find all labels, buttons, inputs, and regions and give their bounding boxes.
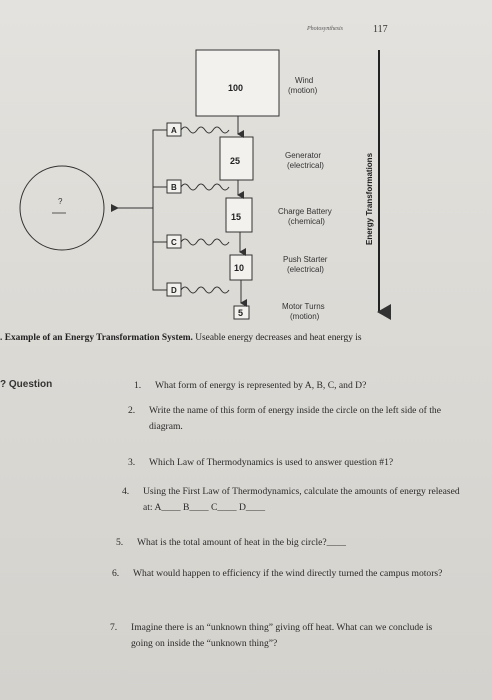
box-generator [219,136,254,181]
question-2-text: Write the name of this form of energy in… [149,405,441,432]
question-3-text: Which Law of Thermodynamics is used to a… [149,457,394,468]
energy-axis-label: Energy Transformations [365,152,374,245]
box-motor-value: 5 [238,308,243,318]
question-7-number: 7. [110,622,118,633]
question-2-number: 2. [128,405,136,416]
caption-lead: . Example of an Energy Transformation Sy… [0,333,193,343]
heat-wave-c [180,238,230,246]
circle-label: ? [58,197,63,206]
energy-transformation-diagram: 100 25 15 10 5 A B C D ? [19,49,391,321]
label-wind-2: (motion) [288,86,318,95]
running-title: Photosynthesis [307,26,343,32]
label-starter-1: Push Starter [283,255,328,264]
question-icon: ? [0,379,7,390]
label-starter-2: (electrical) [287,265,324,274]
question-5-text: What is the total amount of heat in the … [137,537,346,548]
question-heading: ? Question [0,379,52,390]
label-motor-2: (motion) [290,312,320,321]
letter-d: D [171,286,177,295]
question-1-text: What form of energy is represented by A,… [155,380,367,391]
letter-c: C [171,238,177,247]
page-number: 117 [373,24,388,35]
question-4-number: 4. [122,486,130,497]
heat-wave-a [180,126,230,134]
box-wind-value: 100 [228,83,243,93]
label-wind-1: Wind [295,76,313,85]
label-generator-1: Generator [285,151,321,160]
box-battery [225,197,253,233]
collector-bracket [152,129,167,291]
question-6-text: What would happen to efficiency if the w… [133,568,443,579]
heat-wave-b [180,183,230,191]
label-battery-2: (chemical) [288,217,325,226]
caption-rest: Useable energy decreases and heat energy… [192,333,362,343]
label-battery-1: Charge Battery [278,207,332,216]
question-1-number: 1. [134,380,142,391]
box-wind [195,49,280,117]
label-motor-1: Motor Turns [282,302,325,311]
question-4-text: Using the First Law of Thermodynamics, c… [143,486,460,513]
letter-a: A [171,126,177,135]
label-generator-2: (electrical) [287,161,324,170]
letter-b: B [171,183,177,192]
box-generator-value: 25 [230,156,240,166]
question-5-number: 5. [116,537,124,548]
heat-wave-d [180,286,230,294]
box-battery-value: 15 [231,212,241,222]
question-heading-text: Question [8,379,53,390]
question-7-text: Imagine there is an “unknown thing” givi… [131,622,433,649]
question-3-number: 3. [128,457,136,468]
heat-circle [19,165,105,251]
question-6-number: 6. [112,568,120,579]
box-starter-value: 10 [234,263,244,273]
figure-caption: . Example of an Energy Transformation Sy… [0,333,492,343]
